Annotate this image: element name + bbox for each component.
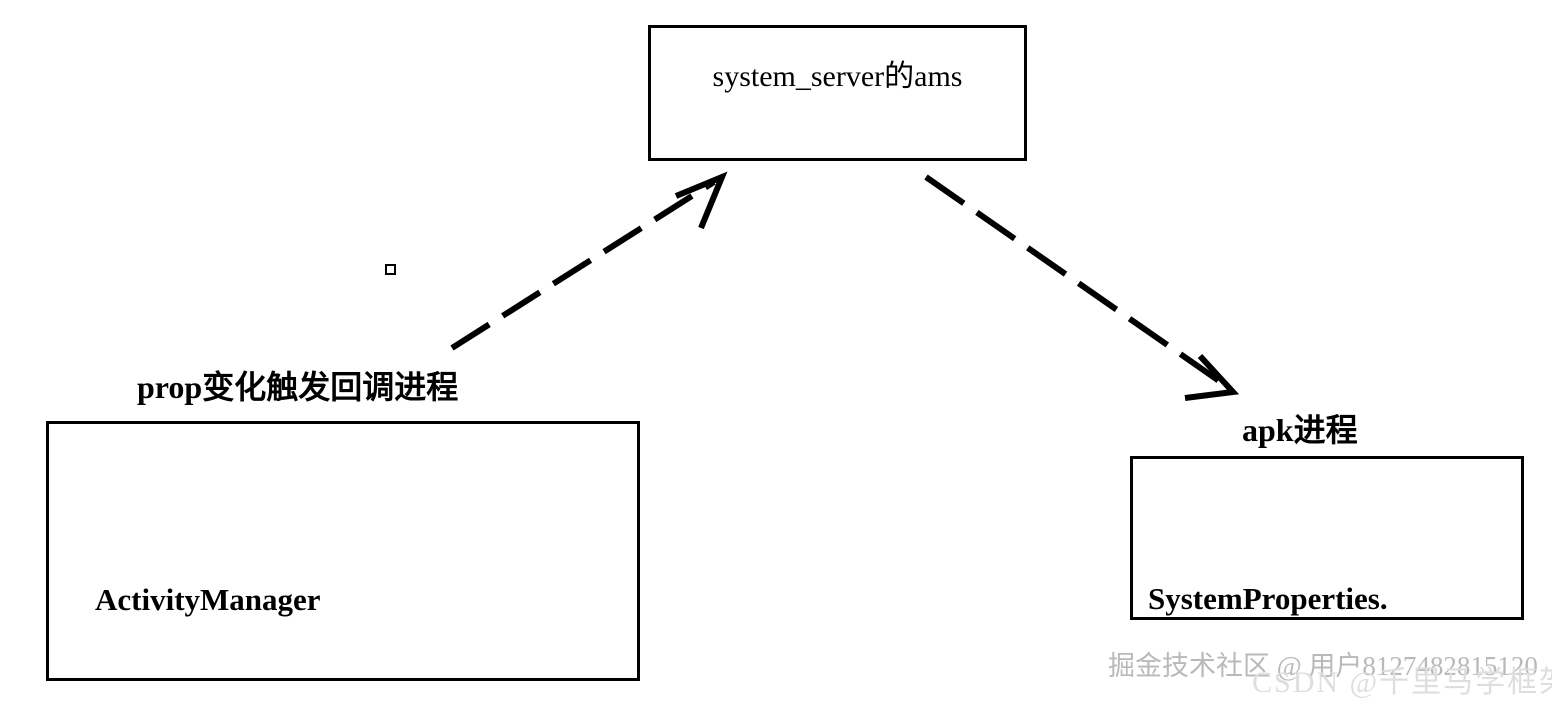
node-left-line1: ActivityManager: [95, 582, 321, 617]
node-right-body: SystemProperties. addChangeCallback: [1148, 491, 1418, 707]
node-system-server-ams: [648, 25, 1027, 161]
juejin-watermark: 掘金技术社区 @ 用户8127482815120: [1108, 651, 1538, 681]
edge-top-to-right-line: [924, 174, 1224, 386]
edge-left-to-top-arrowhead: [674, 171, 728, 230]
node-left-caption: prop变化触发回调进程: [137, 369, 459, 405]
node-right-line1: SystemProperties.: [1148, 581, 1388, 616]
node-apk-process: [1130, 456, 1524, 620]
edge-left-to-top-line: [450, 179, 716, 351]
csdn-watermark: CSDN @千里马学框架: [1252, 666, 1552, 699]
edge-top-to-right: [924, 174, 1240, 401]
node-prop-callback-process: [46, 421, 640, 681]
node-system-server-ams-label: system_server的ams: [712, 60, 963, 93]
node-left-body: ActivityManager notifySystemPropertiesCh…: [95, 492, 523, 707]
node-right-caption: apk进程: [1242, 412, 1358, 448]
small-square-icon: [385, 264, 396, 275]
edge-top-to-right-arrowhead: [1184, 353, 1240, 401]
edge-left-to-top: [450, 171, 728, 351]
